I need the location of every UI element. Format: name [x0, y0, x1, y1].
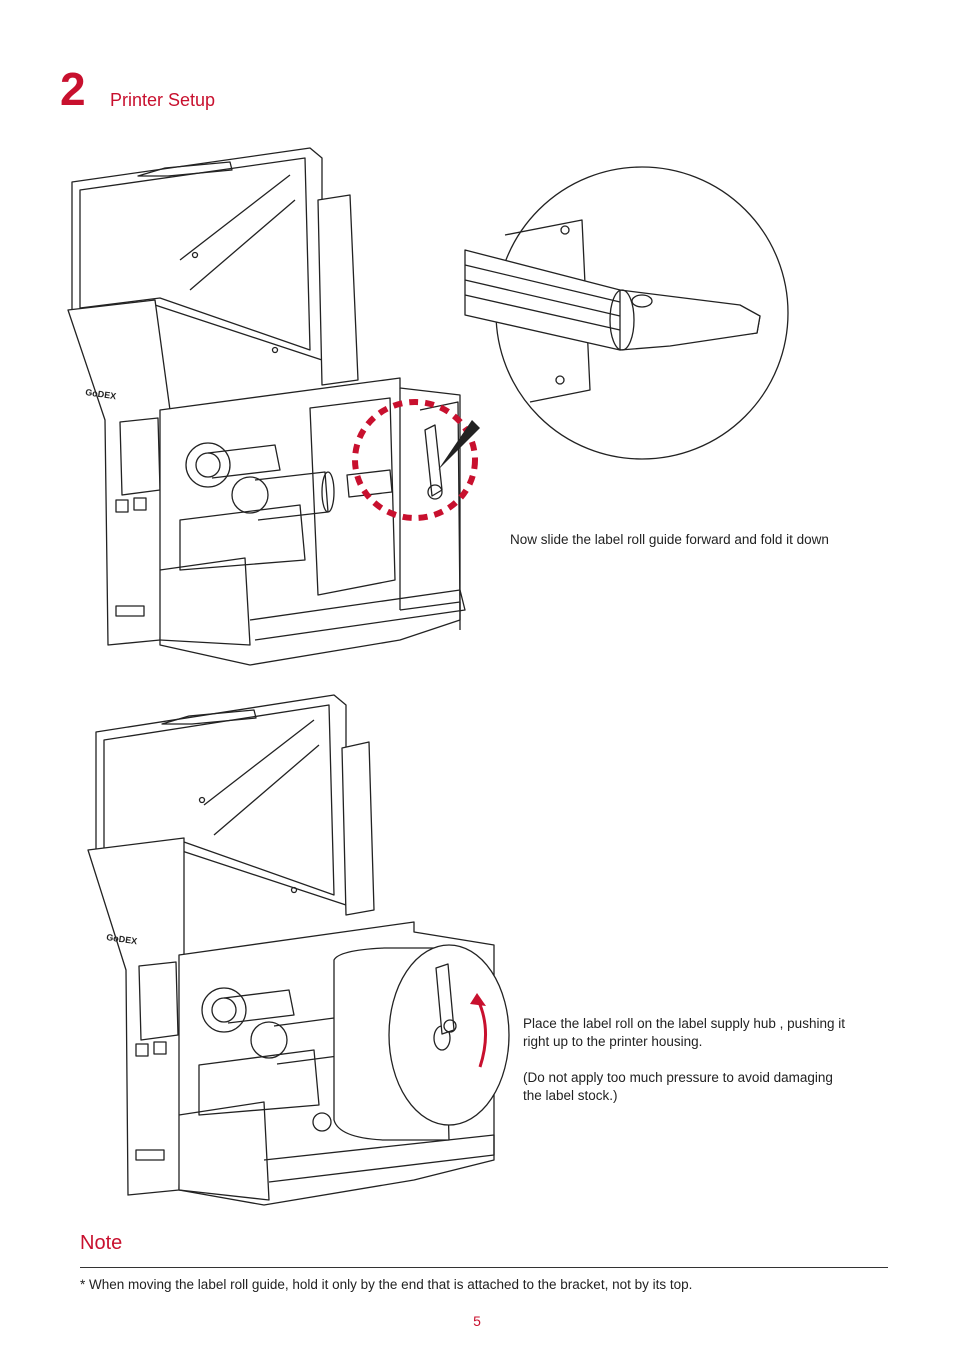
- figure1-caption: Now slide the label roll guide forward a…: [510, 532, 829, 547]
- printer-illustration-roll: GoDEX: [87, 694, 510, 1206]
- note-divider: [80, 1267, 888, 1268]
- figure2-caption: Place the label roll on the label supply…: [523, 1015, 853, 1105]
- svg-text:GoDEX: GoDEX: [106, 932, 138, 946]
- note-heading: Note: [80, 1232, 123, 1254]
- section-title: Printer Setup: [110, 90, 216, 110]
- page-number: 5: [473, 1313, 481, 1329]
- printer-illustration-guide: GoDEX: [67, 147, 789, 666]
- section-number: 2: [60, 63, 86, 115]
- figure2-caption-line1: Place the label roll on the label supply…: [523, 1016, 845, 1049]
- svg-text:GoDEX: GoDEX: [85, 387, 117, 401]
- note-text: * When moving the label roll guide, hold…: [80, 1277, 693, 1292]
- figure2-caption-line2: (Do not apply too much pressure to avoid…: [523, 1070, 833, 1103]
